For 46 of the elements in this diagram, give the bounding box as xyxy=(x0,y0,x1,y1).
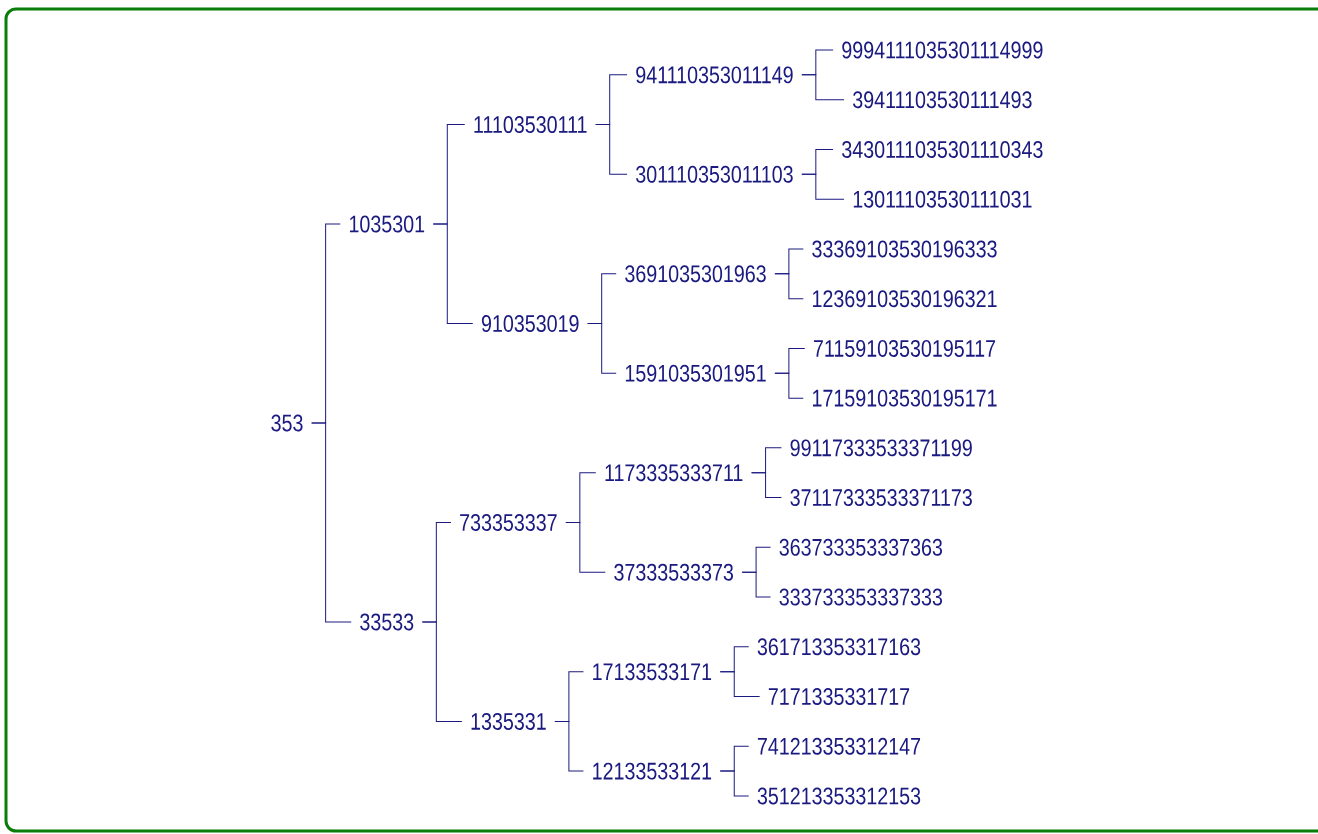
connector-line xyxy=(719,671,761,698)
connector-line xyxy=(311,422,352,623)
connector-line xyxy=(751,472,782,499)
number-label: 741213353312147 xyxy=(757,737,921,755)
number-label: 733353337 xyxy=(460,514,557,531)
connector-line xyxy=(801,74,845,101)
number-label: 17159103530195171 xyxy=(813,389,997,407)
number-label: 12133533121 xyxy=(593,762,712,780)
connector-line xyxy=(801,173,845,200)
number-label: 1591035301951 xyxy=(625,364,766,382)
number-label: 333733353337333 xyxy=(779,588,942,606)
number-label: 301110353011103 xyxy=(636,165,793,183)
number-label: 33533 xyxy=(360,613,414,631)
number-label: 1173335333711 xyxy=(605,464,743,482)
connector-line xyxy=(554,720,584,772)
number-label: 361713353317163 xyxy=(757,638,921,656)
number-label: 353 xyxy=(271,414,303,432)
number-label: 910353019 xyxy=(481,315,579,332)
number-label: 3691035301963 xyxy=(625,265,766,283)
number-label: 33369103530196333 xyxy=(812,240,997,258)
number-label: 13011103530111031 xyxy=(853,190,1032,208)
number-label: 1335331 xyxy=(471,712,546,730)
number-label: 39411103530111493 xyxy=(853,91,1032,109)
connector-line xyxy=(432,223,474,324)
number-label: 11103530111 xyxy=(474,116,587,134)
number-label: 9994111035301114999 xyxy=(842,41,1043,59)
number-label: 363733353337363 xyxy=(779,538,942,556)
number-label: 37333533373 xyxy=(614,563,733,581)
connector-line xyxy=(741,571,772,598)
number-label: 3430111035301110343 xyxy=(842,141,1043,158)
number-label: 941110353011149 xyxy=(636,66,793,84)
number-label: 12369103530196321 xyxy=(813,290,997,308)
number-label: 17133533171 xyxy=(593,663,712,681)
number-label: 99117333533371199 xyxy=(790,439,972,457)
number-label: 7171335331717 xyxy=(768,688,910,705)
number-label: 37117333533371173 xyxy=(790,489,972,507)
connector-line xyxy=(774,372,804,399)
connector-line xyxy=(565,521,606,573)
connector-line xyxy=(774,273,804,300)
number-label: 71159103530195117 xyxy=(813,339,996,357)
connector-line xyxy=(719,770,750,797)
number-label: 1035301 xyxy=(349,215,425,233)
connector-line xyxy=(595,124,628,175)
connector-line xyxy=(587,323,617,374)
connector-line xyxy=(421,621,463,722)
number-label: 351213353312153 xyxy=(757,787,921,805)
